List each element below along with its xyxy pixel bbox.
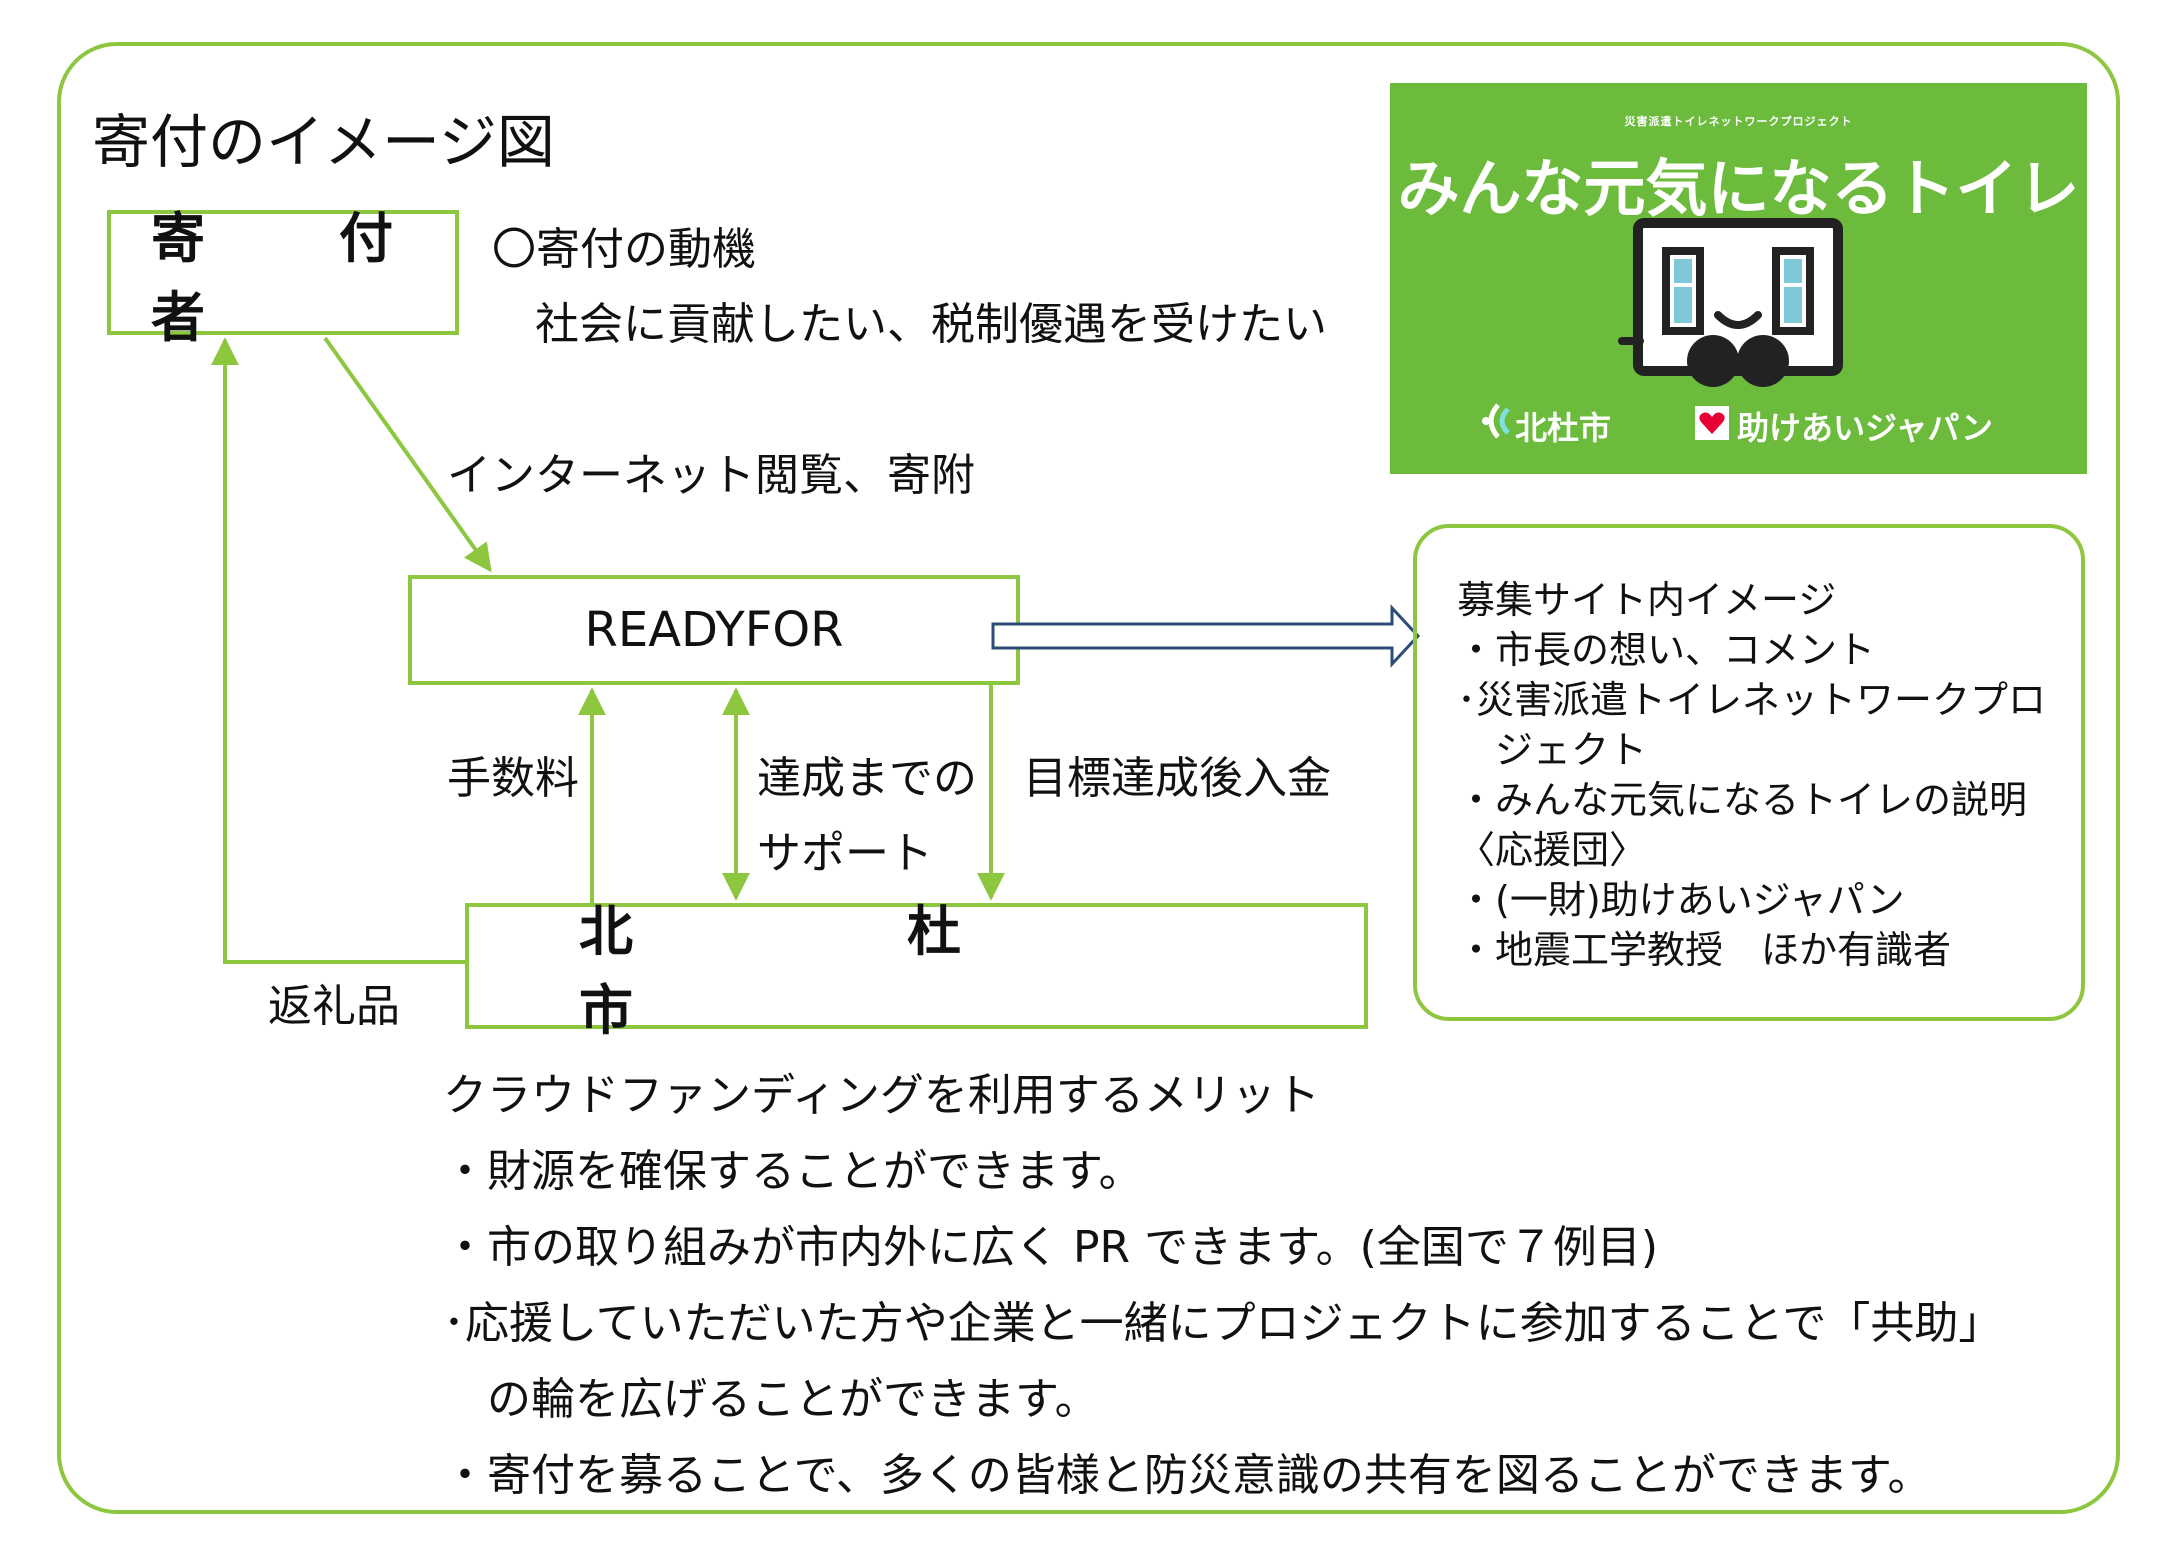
logo-small-text: 災害派遣トイレネットワークプロジェクト (1624, 115, 1853, 128)
site-image-list: 募集サイト内イメージ ・市長の想い、コメント ･災害派遣トイレネットワークプロ … (1457, 575, 2046, 975)
list-item: ・市の取り組みが市内外に広く PR できます。(全国で７例目) (443, 1222, 1659, 1273)
donor-box: 寄 付 者 (107, 207, 487, 349)
list-item: ・寄付を募ることで、多くの皆様と防災意識の共有を図ることができます。 (443, 1450, 1932, 1501)
city-emblem-icon (1482, 403, 1510, 439)
page-title: 寄付のイメージ図 (92, 108, 555, 176)
support-flow-label-line1: 達成までの (757, 753, 977, 804)
heart-icon (1695, 406, 1729, 440)
motive-heading: 〇寄付の動機 (492, 224, 756, 275)
list-item: ・みんな元気になるトイレの説明 (1457, 778, 2028, 822)
donate-arrow (323, 336, 492, 573)
list-item: ・財源を確保することができます。 (443, 1146, 1143, 1197)
toilet-mascot-icon (1618, 218, 1843, 387)
logo-city-name: 北杜市 (1515, 409, 1612, 447)
list-item: 〈応援団〉 (1457, 828, 1648, 872)
donate-flow-label: インターネット閲覧、寄附 (447, 450, 975, 501)
merits-heading: クラウドファンディングを利用するメリット (443, 1070, 1320, 1121)
list-item: ・地震工学教授 ほか有識者 (1457, 928, 1952, 972)
site-arrow (991, 604, 1421, 668)
site-image-box (1413, 524, 2085, 1021)
logo-main-text: みんな元気になるトイレ (1397, 152, 2080, 225)
list-item: ジェクト (1457, 728, 1648, 772)
gift-arrow (211, 337, 465, 964)
fee-flow-label: 手数料 (447, 753, 579, 804)
logo-org-name: 助けあいジャパン (1737, 409, 1994, 447)
site-image-heading: 募集サイト内イメージ (1457, 578, 1837, 622)
list-item: ･応援していただいた方や企業と一緒にプロジェクトに参加することで「共助」 (443, 1298, 2003, 1349)
outer-frame (57, 42, 2120, 1514)
merits-section: クラウドファンディングを利用するメリット ・財源を確保することができます。 ・市… (443, 1058, 2002, 1514)
motive-text: 社会に貢献したい、税制優遇を受けたい (535, 299, 1327, 350)
list-item: ・(一財)助けあいジャパン (1457, 878, 1905, 922)
list-item: ・市長の想い、コメント (1457, 628, 1876, 672)
support-flow-label-line2: サポート (757, 828, 933, 879)
list-item: ･災害派遣トイレネットワークプロ (1457, 678, 2047, 722)
gift-flow-label: 返礼品 (268, 981, 400, 1032)
readyfor-box: READYFOR (408, 575, 1020, 685)
deposit-flow-label: 目標達成後入金 (1023, 753, 1331, 804)
project-logo: 災害派遣トイレネットワークプロジェクト みんな元気になるトイレ 北杜市 助けあい… (1390, 83, 2087, 474)
list-item: の輪を広げることができます。 (443, 1374, 1099, 1425)
